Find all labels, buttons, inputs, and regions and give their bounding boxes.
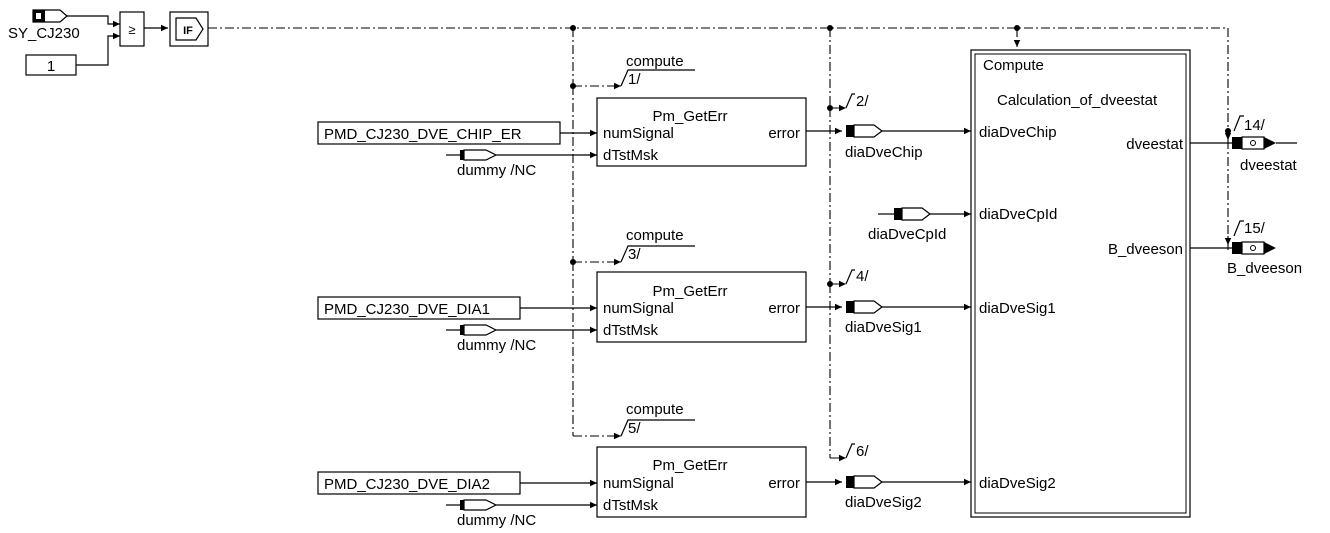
compute-block-title: Compute: [983, 57, 1044, 74]
sequence-number-3: 3/: [628, 246, 641, 263]
sequence-number-4: 4/: [856, 268, 869, 285]
block-input-dtstmsk-2: dTstMsk: [603, 322, 659, 339]
block-output-error-1: error: [768, 125, 800, 142]
compute-output-bdveeson: B_dveeson: [1108, 241, 1183, 258]
compute-input-diadvesig2: diaDveSig2: [979, 475, 1056, 492]
input-signal-label-3: PMD_CJ230_DVE_DIA2: [324, 476, 490, 493]
block-title-1: Pm_GetErr: [652, 108, 727, 125]
block-output-error-2: error: [768, 300, 800, 317]
pm-geterr-block-1: [596, 97, 807, 167]
output-port-diadvechip: [846, 124, 883, 138]
compute-input-diadvecpid: diaDveCpId: [979, 206, 1057, 223]
if-block: IF: [169, 11, 209, 47]
compute-output-dveestat: dveestat: [1126, 136, 1184, 153]
compare-block: [119, 11, 145, 47]
compute-label-3: compute: [626, 227, 684, 244]
output-label-diadvesig2: diaDveSig2: [845, 494, 922, 511]
trigger-signal-port: [32, 9, 68, 23]
input-port-diadvecpid: [878, 207, 931, 221]
constant-value: 1: [47, 58, 55, 75]
compute-label-5: compute: [626, 401, 684, 418]
block-output-error-3: error: [768, 475, 800, 492]
compute-input-diadvesig1: diaDveSig1: [979, 300, 1056, 317]
compare-symbol: ≥: [128, 22, 135, 37]
output-sequence-14: 14/: [1244, 117, 1266, 134]
sequence-number-2: 2/: [856, 93, 869, 110]
if-symbol: IF: [183, 25, 193, 37]
output-label-bdveeson: B_dveeson: [1227, 260, 1302, 277]
block-input-dtstmsk-3: dTstMsk: [603, 497, 659, 514]
output-label-diadvesig1: diaDveSig1: [845, 319, 922, 336]
output-port-diadvesig1: [846, 300, 883, 314]
compute-input-diadvechip: diaDveChip: [979, 124, 1057, 141]
sequence-number-5: 5/: [628, 420, 641, 437]
output-label-dveestat: dveestat: [1240, 157, 1298, 174]
block-input-dtstmsk-1: dTstMsk: [603, 147, 659, 164]
output-sequence-15: 15/: [1244, 220, 1266, 237]
dummy-port-1: [446, 149, 498, 161]
output-port-dveestat: [1232, 136, 1276, 150]
dummy-port-2: [446, 324, 498, 336]
output-port-bdveeson: [1232, 241, 1276, 255]
dummy-label-1: dummy /NC: [457, 162, 536, 179]
block-title-3: Pm_GetErr: [652, 457, 727, 474]
compute-block-subtitle: Calculation_of_dveestat: [997, 92, 1158, 109]
sequence-number-6: 6/: [856, 443, 869, 460]
block-input-numsignal-1: numSignal: [603, 125, 674, 142]
sequence-number-1: 1/: [628, 71, 641, 88]
pm-geterr-block-2: [596, 271, 807, 343]
output-port-diadvesig2: [846, 475, 883, 489]
dummy-label-3: dummy /NC: [457, 512, 536, 529]
compute-label-1: compute: [626, 53, 684, 70]
block-title-2: Pm_GetErr: [652, 283, 727, 300]
output-label-diadvechip: diaDveChip: [845, 144, 923, 161]
trigger-signal-label: SY_CJ230: [8, 25, 80, 42]
compute-block: [970, 49, 1191, 518]
dummy-port-3: [446, 499, 498, 511]
block-input-numsignal-2: numSignal: [603, 300, 674, 317]
input-label-diadvecpid: diaDveCpId: [868, 226, 946, 243]
input-signal-label-2: PMD_CJ230_DVE_DIA1: [324, 301, 490, 318]
block-input-numsignal-3: numSignal: [603, 475, 674, 492]
input-signal-label-1: PMD_CJ230_DVE_CHIP_ER: [324, 126, 522, 143]
dummy-label-2: dummy /NC: [457, 337, 536, 354]
pm-geterr-block-3: [596, 446, 807, 518]
